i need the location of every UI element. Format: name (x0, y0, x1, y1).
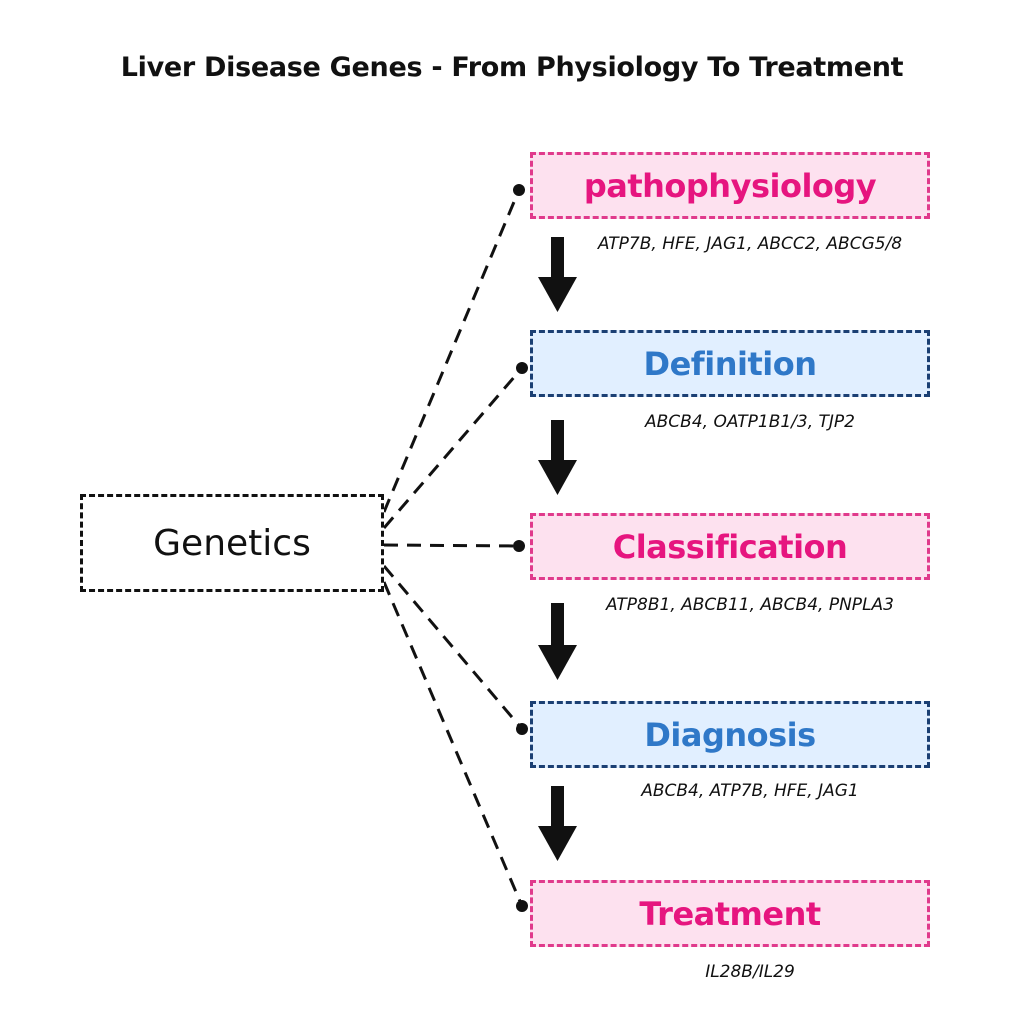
genetics-box: Genetics (80, 494, 384, 592)
stage-label-pathophysiology: pathophysiology (583, 166, 877, 205)
gene-list-classification: ATP8B1, ABCB11, ABCB4, PNPLA3 (606, 595, 894, 615)
diagram-title: Liver Disease Genes - From Physiology To… (120, 52, 904, 83)
stage-label-classification: Classification (612, 527, 848, 566)
stage-box-diagnosis: Diagnosis (530, 701, 930, 768)
flow-arrow-1 (538, 237, 577, 312)
genetics-label: Genetics (153, 522, 311, 564)
connector-line-classification (383, 543, 520, 548)
stage-box-treatment: Treatment (530, 880, 930, 947)
stage-label-treatment: Treatment (639, 894, 821, 933)
connector-line-treatment (382, 581, 524, 907)
flow-arrow-3 (538, 603, 577, 680)
connector-dot-classification (513, 540, 525, 552)
gene-list-pathophysiology: ATP7B, HFE, JAG1, ABCC2, ABCG5/8 (597, 234, 903, 254)
stage-box-classification: Classification (530, 513, 930, 580)
connector-line-definition (382, 367, 524, 529)
connector-dot-diagnosis (516, 723, 528, 735)
gene-list-definition: ABCB4, OATP1B1/3, TJP2 (645, 412, 855, 432)
connector-dot-definition (516, 362, 528, 374)
gene-list-diagnosis: ABCB4, ATP7B, HFE, JAG1 (641, 781, 859, 801)
connector-dot-treatment (516, 900, 528, 912)
flow-arrow-2 (538, 420, 577, 495)
connector-line-pathophysiology (382, 189, 521, 513)
flow-arrow-4 (538, 786, 577, 861)
gene-list-treatment: IL28B/IL29 (705, 962, 795, 982)
stage-label-definition: Definition (643, 344, 817, 383)
stage-box-definition: Definition (530, 330, 930, 397)
stage-box-pathophysiology: pathophysiology (530, 152, 930, 219)
connector-dot-pathophysiology (513, 184, 525, 196)
stage-label-diagnosis: Diagnosis (644, 715, 816, 754)
connector-line-diagnosis (382, 565, 524, 730)
